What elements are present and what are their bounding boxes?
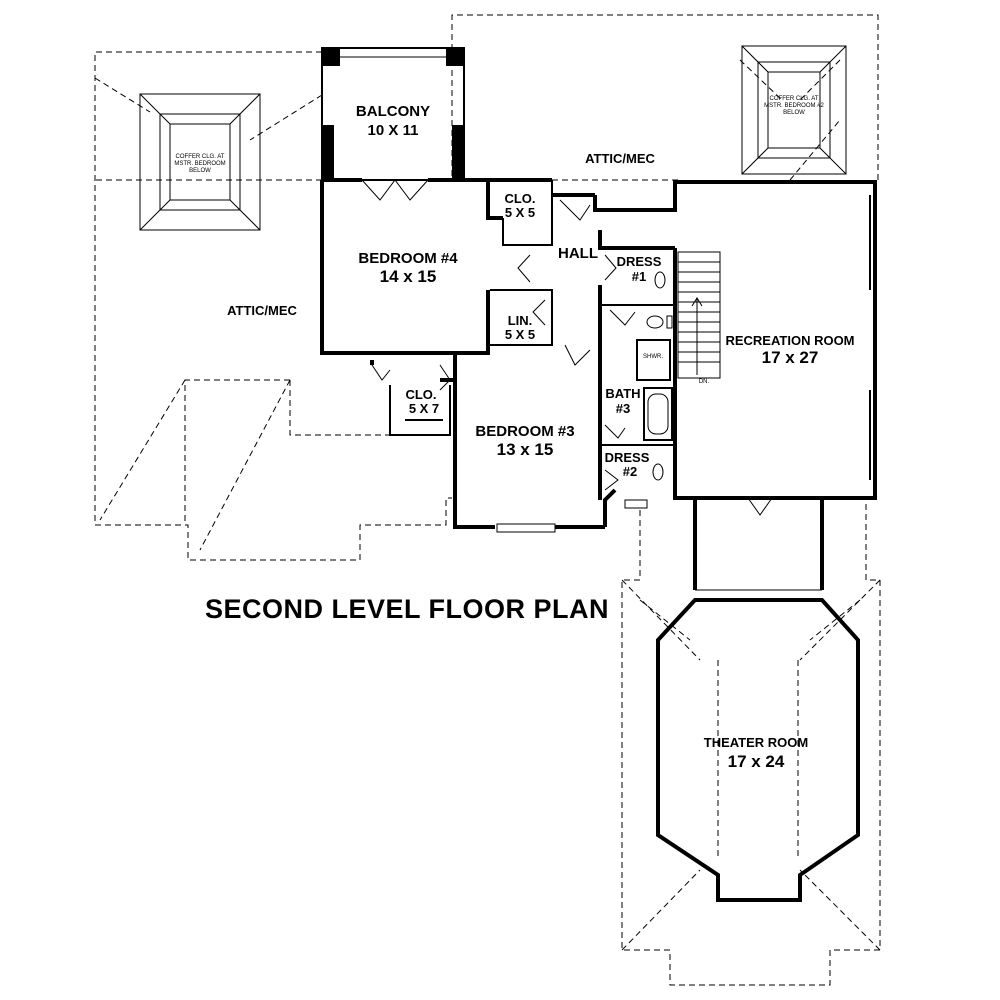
theater-name: THEATER ROOM [704,735,808,750]
balcony [321,47,465,181]
coffer-right-line1: COFFER CLG. AT [770,96,819,102]
attic-top-label: ATTIC/MEC [585,151,655,166]
bath3-name: BATH [605,386,640,401]
linen-size: 5 X 5 [505,327,535,342]
walls [320,178,877,902]
fixtures [646,271,673,481]
toilet-icon [652,463,664,481]
doors [361,179,773,516]
bedroom4-size: 14 x 15 [380,267,437,286]
labels: BALCONY 10 X 11 BEDROOM #4 14 x 15 CLO. … [174,96,854,771]
bath3-number: #3 [616,401,630,416]
bedroom4-name: BEDROOM #4 [358,250,458,267]
closet-bottom-name: CLO. [405,387,436,402]
stairs [677,251,721,379]
bedroom3-name: BEDROOM #3 [475,423,574,440]
dress2-number: #2 [623,464,637,479]
recreation-name: RECREATION ROOM [725,333,854,348]
closet-bottom-size: 5 X 7 [409,401,439,416]
coffer-right-line2: MSTR. BEDROOM #2 [764,103,824,109]
stair-dn-label: DN. [699,379,710,385]
attic-left-label: ATTIC/MEC [227,303,297,318]
coffer-right-line3: BELOW [783,110,805,116]
toilet-icon [646,315,664,329]
coffer-left-line3: BELOW [189,168,211,174]
closet-top-size: 5 X 5 [505,205,535,220]
closet-top-name: CLO. [504,191,535,206]
coffer-left-line2: MSTR. BEDROOM [174,161,225,167]
bedroom3-size: 13 x 15 [497,440,554,459]
theater-size: 17 x 24 [728,752,785,771]
recreation-size: 17 x 27 [762,348,819,367]
dress2-name: DRESS [605,450,650,465]
coffer-left-line1: COFFER CLG. AT [176,154,225,160]
dress1-name: DRESS [617,254,662,269]
linen-name: LIN. [508,313,533,328]
toilet-icon [654,271,666,289]
balcony-size: 10 X 11 [368,122,419,139]
balcony-name: BALCONY [356,103,430,120]
dress1-number: #1 [632,269,646,284]
plan-title: SECOND LEVEL FLOOR PLAN [205,594,609,624]
shower-label: SHWR. [643,354,663,360]
hall-label: HALL [558,245,598,262]
roof-outlines [94,14,881,986]
